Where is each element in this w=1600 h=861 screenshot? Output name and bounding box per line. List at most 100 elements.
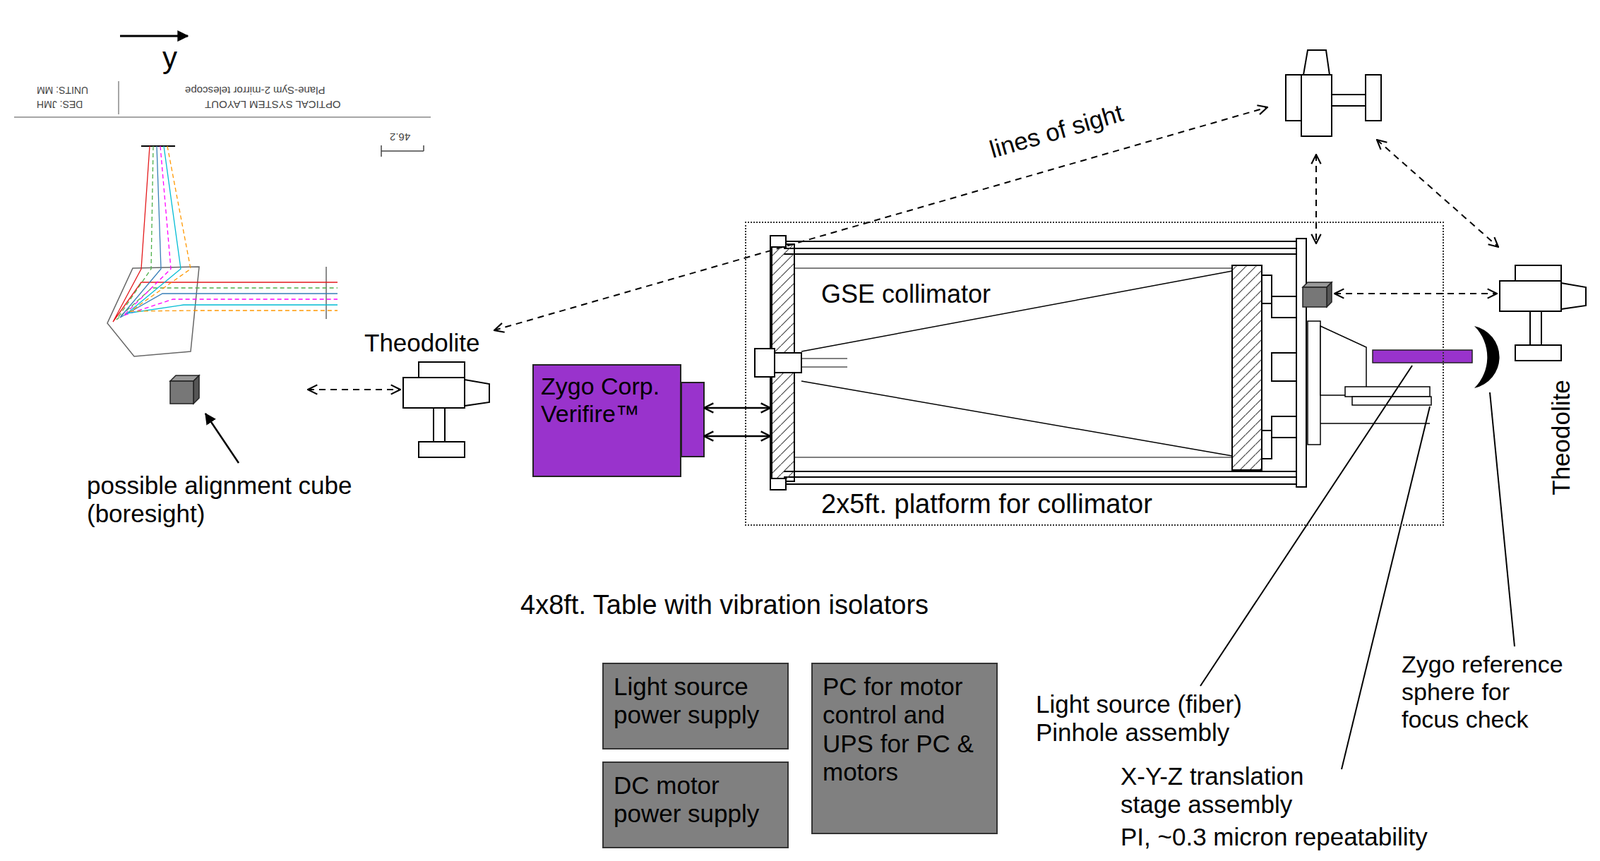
collimator-drawing — [1261, 275, 1272, 304]
collimator-drawing — [794, 456, 1233, 458]
axis-label: y — [162, 40, 178, 75]
alignment-cube — [193, 375, 200, 404]
connector-arrow — [703, 435, 771, 438]
line-of-sight — [494, 107, 1268, 331]
light-ray — [127, 146, 338, 314]
alignment-cube — [1302, 282, 1332, 308]
node-text: PC for motor control and UPS for PC & mo… — [822, 672, 987, 787]
title-block — [14, 116, 431, 118]
interferometer-nub — [681, 382, 704, 457]
line-of-sight — [1315, 154, 1317, 244]
title-block-text: DES: JMH — [36, 98, 83, 111]
collimator-drawing — [770, 241, 1307, 485]
scale-bar — [381, 145, 424, 157]
collimator-drawing — [754, 235, 1307, 491]
collimator-drawing — [1271, 296, 1297, 318]
scale-bar — [422, 145, 425, 152]
title-block-text: Plane-Sym 2-mirror telescope — [184, 84, 325, 97]
collimator-drawing — [783, 253, 1297, 255]
node-text: DC motor power supply — [613, 771, 778, 829]
collimator-drawing — [1296, 238, 1307, 488]
scale-bar — [380, 145, 382, 157]
light-ray — [112, 146, 338, 322]
instrument-label: Theodolite — [1547, 379, 1576, 495]
reference-sphere — [1474, 326, 1500, 389]
collimator-drawing — [1271, 353, 1297, 382]
node-text: GSE collimator — [818, 279, 994, 309]
dimension-text: 46.2 — [389, 131, 411, 144]
collimator-drawing — [1232, 265, 1262, 471]
collimator-drawing — [774, 353, 802, 373]
table-label: 4x8ft. Table with vibration isolators — [520, 590, 929, 622]
title-block — [14, 81, 431, 118]
collimator-drawing — [770, 235, 786, 248]
stage-assembly — [1372, 350, 1473, 363]
collimator-drawing — [754, 348, 775, 378]
stage-assembly — [1307, 321, 1473, 445]
stage-assembly — [1352, 396, 1432, 406]
line-of-sight — [307, 389, 401, 391]
collimator-drawing — [783, 476, 1297, 479]
node-text: 2x5ft. platform for collimator — [821, 489, 1153, 521]
collimator-drawing — [1261, 430, 1272, 459]
optical-layout — [141, 145, 176, 147]
title-block — [117, 81, 120, 115]
title-block-text: OPTICAL SYSTEM LAYOUT — [204, 98, 342, 111]
collimator-drawing — [801, 381, 1233, 457]
line-of-sight — [1376, 139, 1499, 248]
light-ray — [116, 146, 338, 320]
spec-note: PI, ~0.3 micron repeatability — [1120, 823, 1428, 852]
instrument-label: Theodolite — [364, 329, 480, 358]
part-label: Light source (fiber) Pinhole assembly — [1035, 690, 1276, 748]
light-ray — [120, 146, 338, 318]
collimator-drawing — [783, 470, 1297, 473]
collimator-tube: GSE collimator — [770, 241, 1307, 485]
optical-layout — [107, 146, 338, 357]
interferometer-box: Zygo Corp. Verifire™ — [532, 364, 682, 478]
collimator-drawing — [801, 271, 1233, 352]
interferometer-nub — [681, 382, 704, 457]
alignment-cube — [170, 381, 194, 404]
part-label: X-Y-Z translation stage assembly — [1120, 762, 1333, 820]
stage-assembly — [1307, 321, 1321, 445]
optical-layout — [325, 266, 327, 320]
light-ray — [130, 146, 338, 312]
leader-line — [1200, 365, 1413, 687]
scale-bar — [381, 150, 424, 152]
alignment-cube — [1302, 287, 1327, 308]
equipment-box: PC for motor control and UPS for PC & mo… — [811, 663, 998, 835]
theodolite-symbol — [403, 362, 490, 458]
collimator-drawing — [801, 358, 848, 360]
part-label: possible alignment cube (boresight) — [86, 471, 412, 529]
axis-arrow — [120, 36, 188, 37]
node-text: Zygo Corp. Verifire™ — [540, 372, 673, 428]
alignment-cube — [170, 375, 200, 404]
collimator-drawing — [794, 267, 1233, 269]
collimator-drawing — [801, 367, 848, 368]
platform-region: 2x5ft. platform for collimator GSE collim… — [744, 221, 1444, 527]
alignment-cube — [1326, 282, 1332, 308]
reference-sphere — [1474, 326, 1500, 389]
light-ray — [123, 146, 338, 316]
equipment-box: DC motor power supply — [602, 761, 789, 849]
line-of-sight — [1334, 293, 1497, 295]
collimator-drawing — [783, 247, 1297, 250]
title-block-text: UNITS: MM — [36, 84, 89, 97]
equipment-box: Light source power supply — [602, 663, 789, 750]
collimator-drawing — [770, 478, 786, 491]
stage-assembly — [1345, 386, 1430, 397]
stage-assembly — [1320, 326, 1367, 396]
leader-line — [1489, 392, 1515, 647]
axis-arrow — [120, 35, 188, 38]
leader-line — [205, 413, 239, 464]
collimator-drawing — [1271, 416, 1297, 438]
optical-layout — [107, 266, 200, 357]
stage-assembly — [1320, 422, 1430, 425]
part-label: Zygo reference sphere for focus check — [1401, 651, 1569, 734]
connector-arrow — [703, 407, 771, 410]
theodolite-symbol — [1285, 50, 1382, 137]
node-text: Light source power supply — [613, 672, 778, 731]
